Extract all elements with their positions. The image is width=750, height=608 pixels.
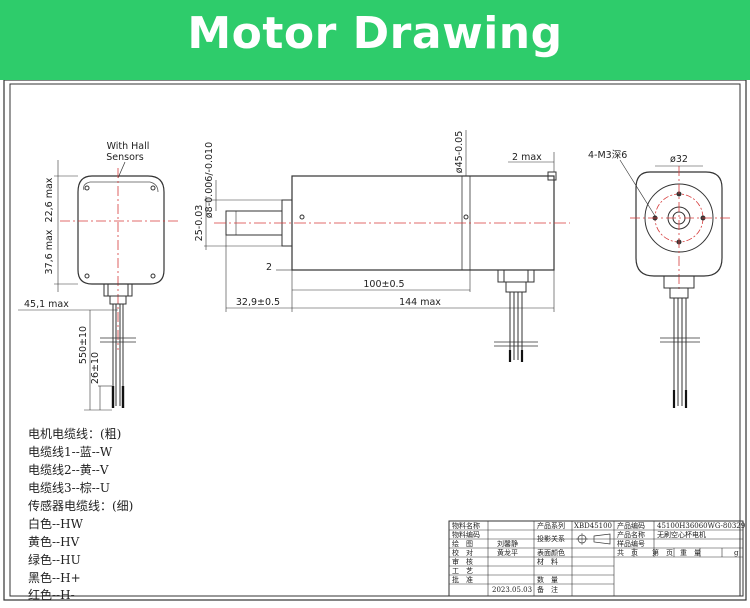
cable-legend: 电机电缆线：(粗) 电缆线1--蓝--W 电缆线2--黄--V 电缆线3--棕-… <box>28 427 133 602</box>
legend-sensor-5: 红色--H- <box>28 587 75 602</box>
drawing-sheet: With Hall Sensors 22,6 max 37,6 max <box>0 79 750 604</box>
legend-sensor-2: 黄色--HV <box>28 535 80 549</box>
legend-sensor-title: 传感器电缆线：(细) <box>28 498 133 513</box>
title-block: 物料名称 物料编码 绘 图 校 对 审 核 工 艺 批 准 刘馨静 黄龙平 20… <box>448 520 745 597</box>
legend-sensor-4: 黑色--H+ <box>28 571 81 585</box>
tb-code-value: 45100H36060WG-80329 <box>657 522 745 530</box>
tb-series-label: 产品系列 <box>537 521 565 530</box>
tb-date: 2023.05.03 <box>492 586 532 594</box>
tb-code-label: 产品编码 <box>617 521 645 530</box>
dim-body-dia: ø45-0.05 <box>454 131 465 173</box>
dim-holes: 4-M3深6 <box>588 150 627 161</box>
tb-checker: 黄龙平 <box>497 548 518 557</box>
front-view: ø8-0.006/-0.010 25-0.03 ø45-0.05 2 max 2… <box>194 130 570 362</box>
tb-series-value: XBD45100 <box>574 522 612 530</box>
tb-surface-label: 表面颜色 <box>537 548 565 557</box>
dim-body-len: 100±0.5 <box>363 279 404 290</box>
side-view-label-2: Sensors <box>106 152 144 163</box>
end-view: 4-M3深6 ø32 <box>588 150 730 408</box>
side-view-label-1: With Hall <box>107 141 150 152</box>
dim-lead-total: 550±10 <box>78 326 89 364</box>
tb-material-name: 物料名称 <box>452 521 480 530</box>
tb-remark-label: 备 注 <box>537 585 558 594</box>
tb-total-pages: 共 页 <box>617 548 638 557</box>
tb-material-code: 物料编码 <box>452 530 480 539</box>
tb-page-no: 第 页 <box>652 548 673 557</box>
dim-bolt-circle: ø32 <box>670 154 688 165</box>
dim-side-top: 22,6 max <box>44 177 55 222</box>
dim-total-len: 144 max <box>399 297 441 308</box>
tb-projection-label: 投影关系 <box>537 534 565 543</box>
tb-qty-label: 数 量 <box>537 575 558 584</box>
motor-drawing: With Hall Sensors 22,6 max 37,6 max <box>3 79 747 602</box>
header-bar: Motor Drawing <box>0 0 750 80</box>
legend-title: 电机电缆线：(粗) <box>28 427 121 441</box>
tb-approve: 批 准 <box>452 575 473 584</box>
legend-sensor-1: 白色--HW <box>28 516 84 531</box>
tb-name-label: 产品名称 <box>617 530 645 539</box>
tb-drawer: 刘馨静 <box>497 539 518 548</box>
dim-shaft-len: 32,9±0.5 <box>236 297 280 308</box>
page-title: Motor Drawing <box>187 8 563 59</box>
tb-weight-label: 重 量 <box>680 549 701 557</box>
dim-step: 2 <box>266 262 272 273</box>
tb-sample-label: 样品编号 <box>617 539 645 548</box>
dim-lead-strip: 26±10 <box>90 352 101 384</box>
dim-pilot: 25-0.03 <box>194 205 205 242</box>
tb-material-label: 材 料 <box>537 557 558 566</box>
tb-unit: g <box>734 549 739 557</box>
legend-line-1: 电缆线1--蓝--W <box>28 445 113 459</box>
dim-gap: 2 max <box>512 152 542 163</box>
tb-name-value: 无刷空心杯电机 <box>657 530 706 539</box>
legend-sensor-3: 绿色--HU <box>28 552 81 567</box>
tb-review: 审 核 <box>452 557 473 566</box>
dim-side-width: 45,1 max <box>24 299 69 310</box>
legend-line-2: 电缆线2--黄--V <box>28 463 109 477</box>
tb-draw: 绘 图 <box>452 539 473 548</box>
side-view: With Hall Sensors 22,6 max 37,6 max <box>18 141 178 411</box>
tb-process: 工 艺 <box>452 567 473 575</box>
tb-check: 校 对 <box>452 548 473 557</box>
legend-line-3: 电缆线3--棕--U <box>28 480 110 495</box>
dim-side-bottom: 37,6 max <box>44 229 55 274</box>
dim-shaft-dia: ø8-0.006/-0.010 <box>204 142 215 218</box>
